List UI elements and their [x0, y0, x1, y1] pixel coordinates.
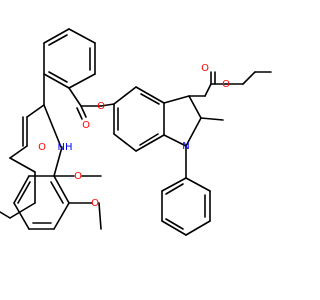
oxygen-label: O: [82, 120, 90, 131]
bond: [17, 181, 31, 204]
bond: [163, 95, 190, 104]
bond: [161, 177, 187, 192]
bond: [185, 220, 211, 236]
bond: [9, 145, 28, 159]
bond: [9, 157, 36, 173]
bond: [43, 28, 70, 44]
bond: [188, 95, 202, 119]
nitrogen-label: NH: [58, 142, 73, 153]
bond: [100, 103, 115, 107]
bond: [9, 202, 36, 219]
bond: [53, 202, 70, 230]
bond: [48, 34, 68, 46]
oxygen-label: O: [97, 101, 105, 112]
bond: [139, 133, 159, 146]
bond: [48, 71, 68, 83]
atom-labels: O O O O O O O NH N: [38, 63, 230, 209]
oxygen-label: O: [38, 142, 46, 153]
nitrogen-label: N: [182, 141, 189, 152]
bond: [68, 73, 96, 89]
bond: [26, 104, 45, 118]
bond: [43, 73, 70, 89]
bond: [53, 146, 63, 177]
bond: [165, 218, 184, 230]
bond: [165, 183, 184, 195]
bond: [163, 134, 187, 147]
molecule-diagram: O O O O O O O NH N: [0, 28, 272, 236]
bond: [0, 211, 11, 219]
bond: [13, 202, 30, 230]
bonds: [0, 28, 272, 236]
bond: [13, 175, 30, 204]
bond: [135, 134, 165, 152]
bond: [43, 104, 62, 148]
bond: [200, 117, 224, 121]
bond: [161, 220, 187, 236]
bond: [80, 105, 87, 118]
oxygen-label: O: [222, 79, 230, 90]
bond: [68, 28, 96, 44]
oxygen-label: O: [201, 63, 209, 74]
bond: [140, 93, 160, 105]
bond: [185, 117, 202, 147]
bond: [98, 202, 102, 230]
bond: [185, 177, 211, 192]
bond: [68, 87, 82, 107]
structure-canvas: O O O O O O O NH N: [0, 28, 272, 236]
oxygen-label: O: [74, 171, 82, 182]
bond: [53, 175, 70, 204]
bond: [242, 71, 256, 85]
bond: [113, 86, 137, 105]
bond: [50, 181, 64, 204]
oxygen-label: O: [91, 198, 99, 209]
bond: [76, 107, 83, 120]
bond: [135, 86, 165, 104]
bond: [113, 133, 137, 152]
bond: [204, 83, 212, 97]
